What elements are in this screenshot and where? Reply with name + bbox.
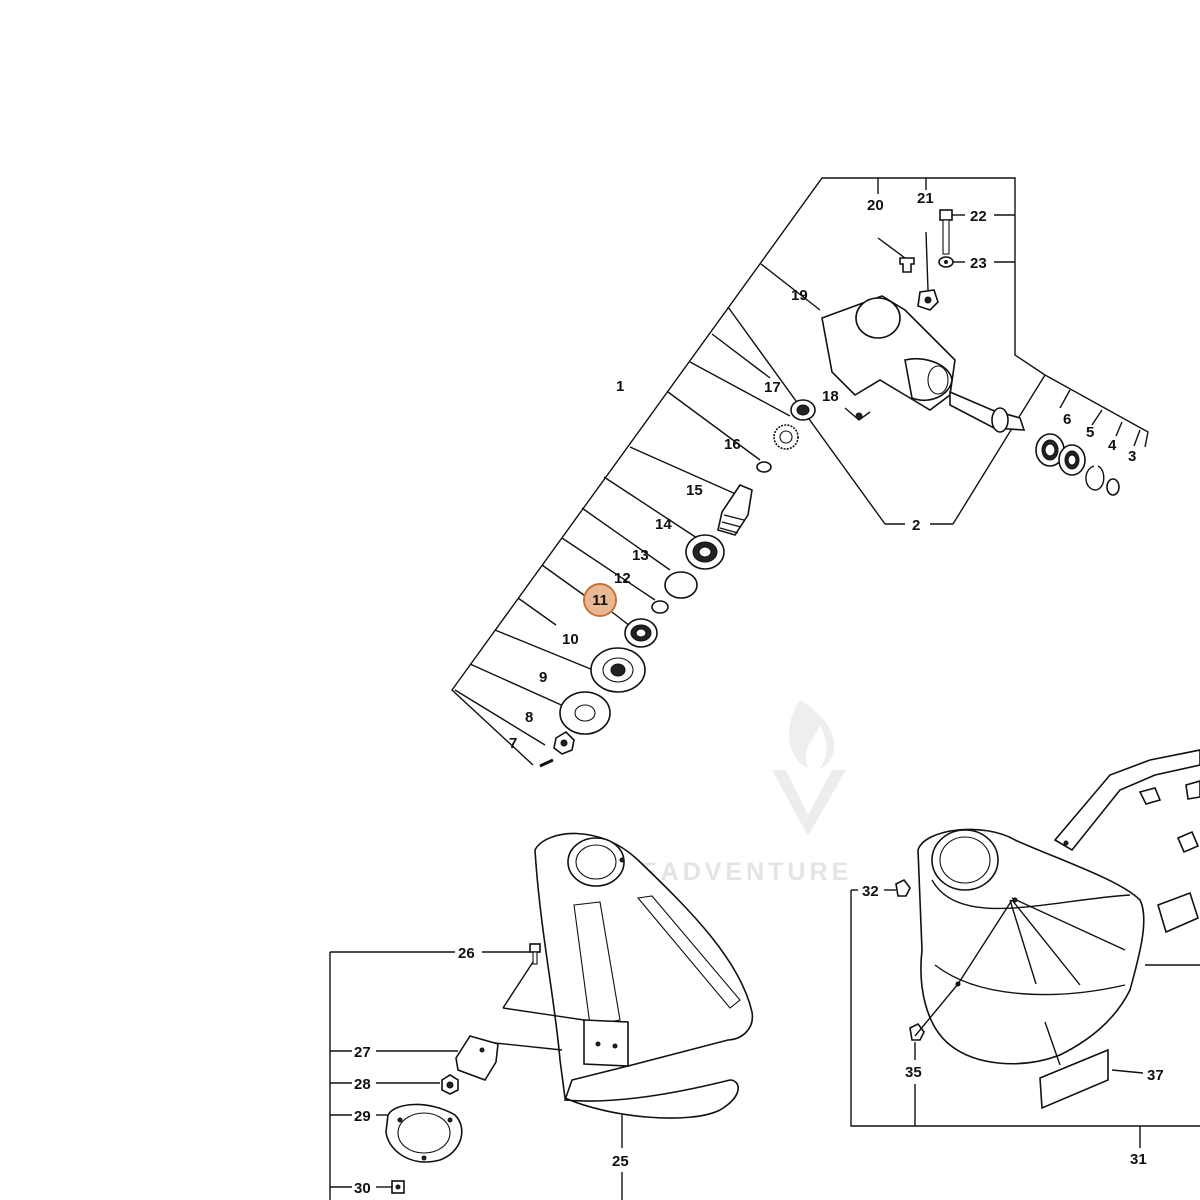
guard-25 (534, 832, 754, 1119)
callout-31: 31 (1130, 1151, 1147, 1168)
callout-9: 9 (539, 669, 547, 686)
screw-30 (391, 1180, 405, 1194)
bearing-17 (790, 399, 816, 421)
support-arm (1053, 749, 1200, 854)
callout-23: 23 (970, 255, 987, 272)
guard-31 (917, 828, 1145, 1066)
pinion-shaft-2 (949, 390, 1026, 433)
callout-17: 17 (764, 379, 781, 396)
gear-housing-19 (821, 295, 956, 421)
callout-16: 16 (724, 436, 741, 453)
circlip-4 (1085, 465, 1105, 491)
callout-3: 3 (1128, 448, 1136, 465)
callout-10: 10 (562, 631, 579, 648)
screw-32 (895, 878, 911, 897)
label-sticker-37 (1039, 1048, 1109, 1110)
callout-4: 4 (1108, 437, 1117, 454)
callout-29: 29 (354, 1108, 371, 1125)
drive-disc-10 (590, 647, 646, 693)
callout-18: 18 (822, 388, 839, 405)
ring-13 (664, 571, 698, 599)
washer-12 (651, 600, 669, 614)
callout-14: 14 (655, 516, 672, 533)
callout-6: 6 (1063, 411, 1071, 428)
callout-35: 35 (905, 1064, 922, 1081)
bearing-14 (685, 534, 725, 570)
ring-16 (756, 461, 772, 473)
callout-5: 5 (1086, 424, 1094, 441)
watermark-logo-icon (772, 700, 846, 836)
callout-28: 28 (354, 1076, 371, 1093)
screw-20 (899, 257, 915, 273)
nut-8 (553, 730, 575, 755)
label-sticker-small (1157, 891, 1199, 934)
ring-3 (1106, 478, 1120, 496)
callout-19: 19 (791, 287, 808, 304)
callout-27: 27 (354, 1044, 371, 1061)
leader-lines-main (454, 214, 965, 746)
callout-2: 2 (912, 517, 920, 534)
callout-32: 32 (862, 883, 879, 900)
callout-25: 25 (612, 1153, 629, 1170)
nut-21 (917, 289, 939, 311)
bearing-11 (624, 618, 658, 648)
callout-20: 20 (867, 197, 884, 214)
callout-7: 7 (509, 735, 517, 752)
screw-35 (909, 1022, 925, 1041)
spindle-15 (717, 484, 753, 536)
highlight-marker (583, 583, 617, 617)
watermark-text: EADVENTURE (640, 858, 852, 886)
washer-23 (938, 256, 954, 268)
pin-7 (539, 758, 554, 768)
callout-11: 11 (592, 592, 608, 609)
highlighted-callout-11[interactable]: 11 (583, 583, 617, 617)
thrust-plate-9 (559, 691, 611, 735)
bearing-5 (1058, 444, 1086, 476)
gear-18 (773, 424, 799, 450)
callout-12: 12 (614, 570, 631, 587)
callout-26: 26 (458, 945, 475, 962)
plate-29 (385, 1103, 463, 1163)
callout-30: 30 (354, 1180, 371, 1197)
callout-15: 15 (686, 482, 703, 499)
callout-21: 21 (917, 190, 934, 207)
clamp-27 (455, 1035, 499, 1081)
callout-13: 13 (632, 547, 649, 564)
group-1-bracket (451, 177, 1149, 766)
callout-22: 22 (970, 208, 987, 225)
callout-37: 37 (1147, 1067, 1164, 1084)
screw-26 (529, 943, 541, 965)
callout-1: 1 (616, 378, 624, 395)
callout-8: 8 (525, 709, 533, 726)
guard-31-bracket (850, 889, 1200, 1148)
bolt-22 (939, 209, 953, 255)
nut-28 (441, 1074, 459, 1095)
guard-25-bracket (329, 951, 623, 1200)
